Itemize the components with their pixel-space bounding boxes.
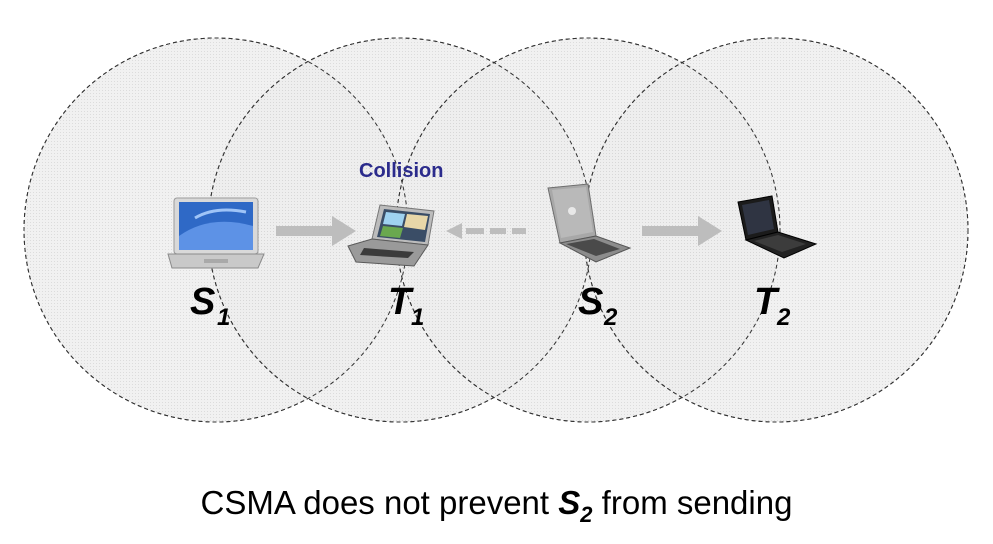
node-label-t1: T 1	[388, 281, 424, 331]
diagram-caption: CSMA does not prevent S2 from sending	[0, 484, 993, 527]
arrow-s2-to-t2	[642, 216, 722, 246]
node-subscript: 2	[603, 304, 618, 331]
caption-node-subscript: 2	[580, 502, 593, 527]
laptop-icon-t2	[737, 195, 818, 259]
node-label-t2: T 2	[754, 281, 791, 331]
node-letter: S	[578, 281, 603, 323]
node-letter: S	[190, 281, 215, 323]
node-subscript: 2	[776, 304, 791, 331]
node-label-s2: S 2	[578, 281, 618, 331]
caption-text-after: from sending	[592, 484, 793, 521]
network-diagram: Collision S 1 T 1 S 2 T 2	[23, 37, 969, 423]
laptop-icon-t1	[347, 204, 435, 267]
node-subscript: 1	[411, 304, 424, 331]
laptop-icon-s1	[167, 197, 265, 269]
collision-label: Collision	[359, 160, 443, 182]
node-letter: T	[388, 281, 414, 323]
laptop-icon-s2	[547, 183, 632, 263]
node-label-s1: S 1	[190, 281, 230, 331]
arrow-s2-to-t1-dashed	[446, 223, 526, 239]
node-subscript: 1	[217, 304, 230, 331]
node-letter: T	[754, 281, 780, 323]
caption-text-before: CSMA does not prevent	[200, 484, 559, 521]
arrow-s1-to-t1	[276, 216, 356, 246]
caption-node-letter: S	[558, 484, 581, 521]
